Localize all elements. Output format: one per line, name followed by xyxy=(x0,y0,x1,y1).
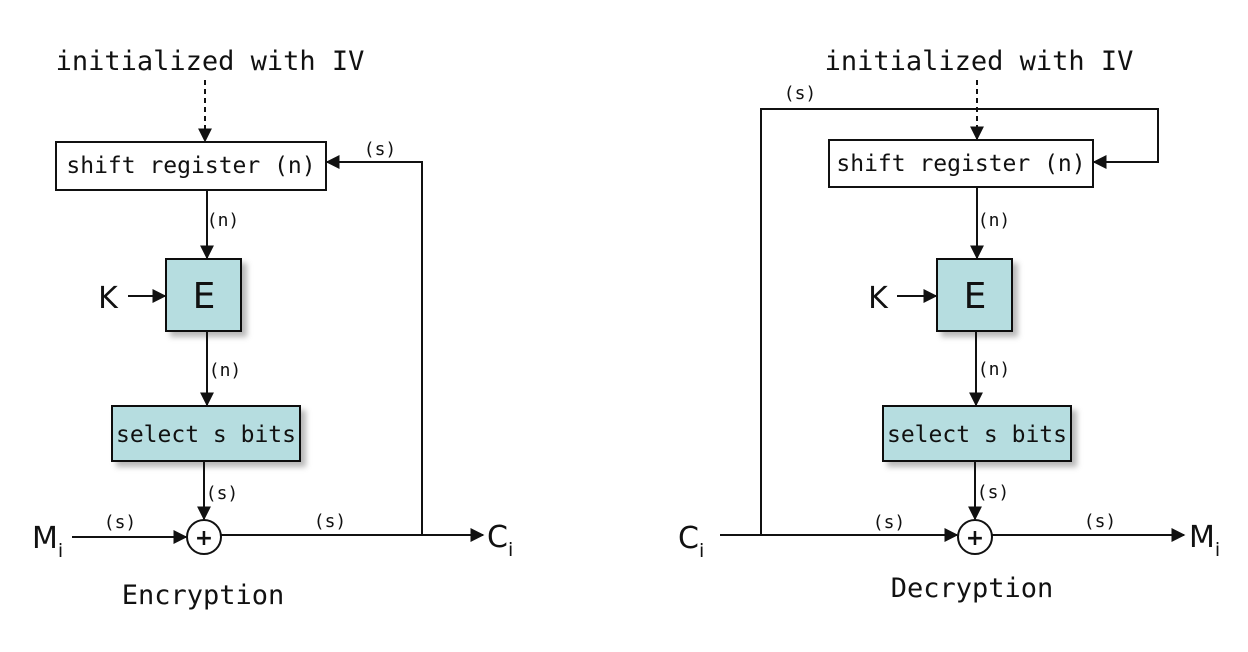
select-bits-box xyxy=(111,405,301,462)
s-label-out: (s) xyxy=(314,511,347,532)
s-label-C: (s) xyxy=(873,512,906,533)
select-bits-label: select s bits xyxy=(887,422,1067,448)
select-bits-box xyxy=(882,405,1072,462)
select-bits-label: select s bits xyxy=(116,422,296,448)
M-output-label: Mi xyxy=(1189,520,1220,561)
encrypt-block-label: E xyxy=(193,276,216,317)
encryption-diagram: initialized with IV shift register (n) (… xyxy=(32,46,513,611)
shift-register-label: shift register (n) xyxy=(836,151,1085,177)
M-input-label: Mi xyxy=(32,521,63,562)
xor-plus: + xyxy=(966,526,984,551)
encrypt-block-label: E xyxy=(964,276,987,317)
shift-register-box xyxy=(828,139,1094,188)
encryption-caption: Encryption xyxy=(122,580,285,611)
s-label-feedback: (s) xyxy=(364,139,397,160)
feedback-line xyxy=(325,155,423,535)
decryption-caption: Decryption xyxy=(891,573,1054,604)
s-label-down: (s) xyxy=(977,482,1010,503)
key-label: K xyxy=(868,281,889,316)
encrypt-block-E xyxy=(936,258,1013,332)
encrypt-block-E xyxy=(165,258,242,332)
shift-register-label: shift register (n) xyxy=(66,153,315,179)
C-input-label: Ci xyxy=(678,521,704,562)
s-label-feedback: (s) xyxy=(784,83,817,104)
iv-label: initialized with IV xyxy=(825,46,1134,77)
s-label-down: (s) xyxy=(206,483,239,504)
s-label-out: (s) xyxy=(1084,511,1117,532)
C-output-label: Ci xyxy=(487,520,513,561)
xor-plus: + xyxy=(195,526,213,551)
n-label-2: (n) xyxy=(209,360,242,381)
iv-label: initialized with IV xyxy=(56,46,365,77)
n-label-1: (n) xyxy=(978,210,1011,231)
shift-register-box xyxy=(55,141,327,191)
decryption-diagram: initialized with IV shift register (n) (… xyxy=(678,46,1220,604)
key-label: K xyxy=(98,281,119,316)
feedback-line xyxy=(760,108,1159,535)
n-label-2: (n) xyxy=(978,359,1011,380)
s-label-M: (s) xyxy=(104,512,137,533)
n-label-1: (n) xyxy=(207,210,240,231)
